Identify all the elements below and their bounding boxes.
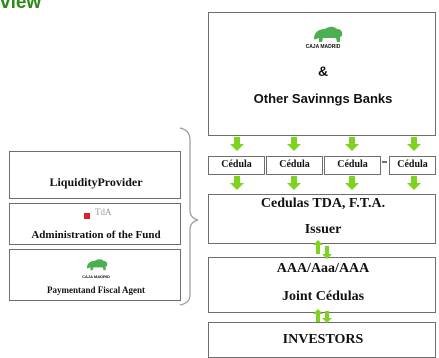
arrows-cedula bbox=[230, 176, 421, 190]
joint-cedulas-label: Joint Cédulas bbox=[281, 289, 365, 304]
liquidity-provider-label: LiquidityProvider bbox=[49, 175, 143, 189]
investors-label: INVESTORS bbox=[282, 332, 364, 347]
bear-logo-small-icon bbox=[84, 256, 110, 273]
issuer-box: Cedulas TDA, F.T.A. Issuer bbox=[208, 194, 436, 244]
arrows-joint-investors bbox=[313, 309, 332, 323]
paying-agent-box: CAJA MADRID Paymentand Fiscal Agent bbox=[9, 249, 181, 301]
tda-logo-text: TdA bbox=[95, 207, 112, 217]
ampersand-label: & bbox=[317, 63, 329, 79]
arrows-top bbox=[230, 137, 421, 151]
administration-label: Administration of the Fund bbox=[31, 229, 161, 241]
cedula-box-1: Cédula bbox=[208, 156, 265, 175]
administration-box: TdA Administration of the Fund bbox=[9, 203, 181, 245]
liquidity-provider-box: LiquidityProvider bbox=[9, 151, 181, 199]
arrows-issuer-joint bbox=[313, 240, 332, 259]
cedula-box-3: Cédula bbox=[324, 156, 381, 175]
investors-box: INVESTORS bbox=[208, 322, 436, 358]
bear-logo-icon bbox=[310, 23, 346, 45]
slide-heading: view bbox=[0, 0, 42, 13]
issuer-label: Issuer bbox=[304, 222, 342, 237]
paying-logo-text: CAJA MADRID bbox=[82, 274, 110, 279]
cedula-box-4: Cédula bbox=[389, 156, 436, 175]
rating-label: AAA/Aaa/AAA bbox=[276, 261, 370, 276]
left-brace bbox=[179, 127, 199, 306]
cedula-box-2: Cédula bbox=[266, 156, 323, 175]
top-logo-text: CAJA MADRID bbox=[305, 44, 341, 50]
paying-agent-label: Paymentand Fiscal Agent bbox=[47, 285, 145, 295]
joint-cedulas-box: AAA/Aaa/AAA Joint Cédulas bbox=[208, 257, 436, 313]
tda-logo-icon bbox=[84, 213, 90, 219]
savings-banks-box: CAJA MADRID & Other Savinngs Banks bbox=[208, 12, 436, 136]
cedulas-tda-label: Cedulas TDA, F.T.A. bbox=[260, 196, 386, 211]
other-savings-banks-label: Other Savinngs Banks bbox=[253, 91, 393, 106]
